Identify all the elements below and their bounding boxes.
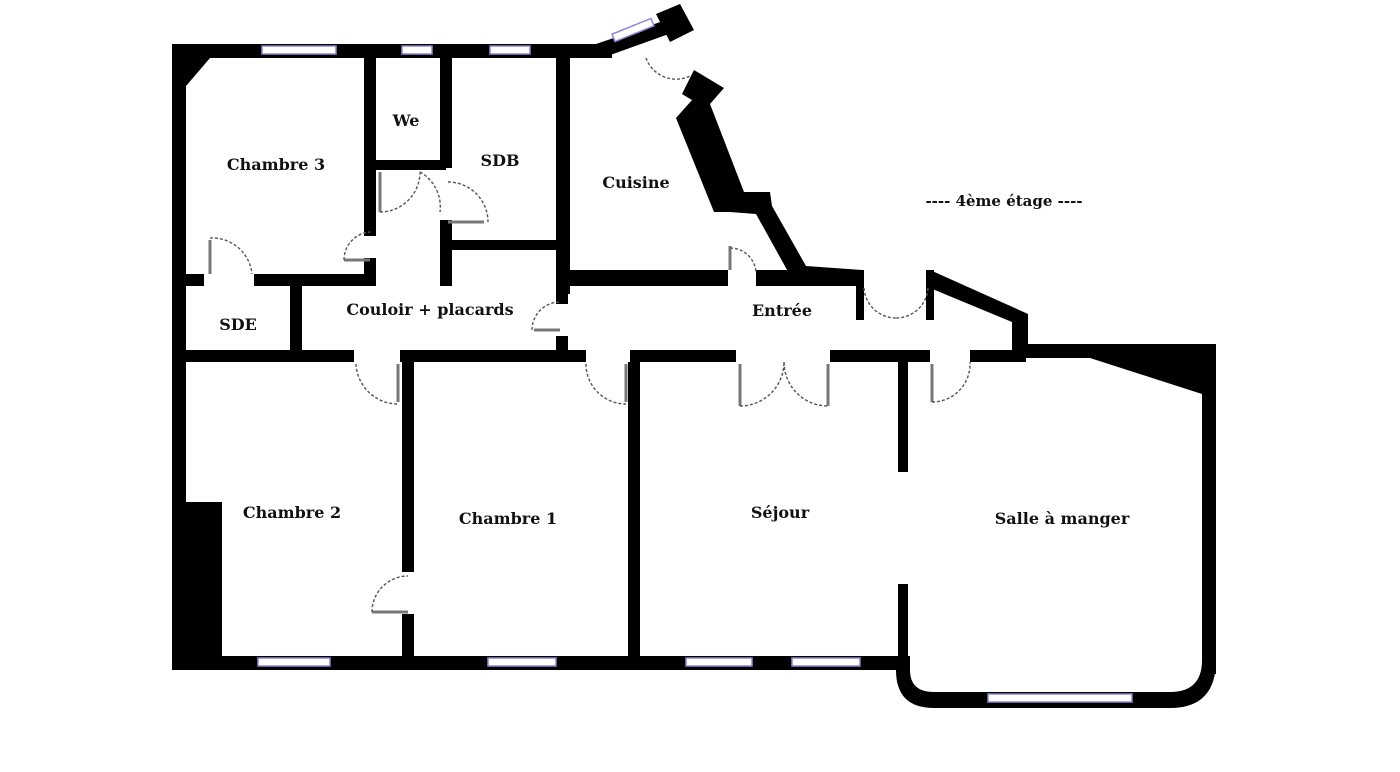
wall-ch1-sejour <box>628 362 640 658</box>
label-sdb: SDB <box>481 151 520 170</box>
wall-ch2-ch1-low <box>402 614 414 658</box>
wall-dining-top <box>1012 344 1216 358</box>
wall-wc-bottom <box>364 160 446 170</box>
wall-corridor-bottom-3 <box>630 350 736 362</box>
chambre3-corner-triangle <box>186 58 210 86</box>
window-sejour-1 <box>685 657 753 667</box>
door-kitchen-outer-arc <box>645 57 691 80</box>
window-chambre2 <box>257 657 331 667</box>
doors <box>208 57 971 614</box>
wall-kitchen-angle <box>596 18 680 58</box>
window-sejour-2 <box>791 657 861 667</box>
door-sejour-arc-1 <box>739 361 785 407</box>
wall-cuisine-bottom <box>570 270 728 286</box>
chambre2-closet <box>186 502 222 658</box>
wall-sde-right <box>290 286 302 352</box>
windows <box>257 17 1133 703</box>
wall-dining-bay <box>896 656 1216 708</box>
wall-sdb-bottom <box>452 240 560 250</box>
wall-ch2-ch1 <box>402 362 414 572</box>
wall-sejour-salle-low <box>898 584 908 664</box>
label-chambre2: Chambre 2 <box>243 503 341 522</box>
wall-kitchen-zigzag <box>676 70 862 286</box>
door-ch1-arc <box>585 363 627 405</box>
window-wc <box>401 45 433 55</box>
wall-sdb-cuisine <box>556 58 570 294</box>
door-entree-arc-2 <box>895 287 929 319</box>
wall-couloir-entree-2 <box>556 336 568 356</box>
wall-wc-sdb <box>440 58 452 168</box>
label-salle-a-manger: Salle à manger <box>995 509 1130 528</box>
wall-ch3-right <box>364 58 376 236</box>
label-entree: Entrée <box>752 301 812 320</box>
label-sde: SDE <box>219 315 257 334</box>
door-cuisine-arc <box>729 247 757 273</box>
wall-sejour-salle <box>898 362 908 472</box>
door-ch2-side-arc <box>371 575 409 613</box>
label-cuisine: Cuisine <box>602 173 669 192</box>
door-ch2-arc <box>355 363 399 405</box>
exterior-walls <box>172 4 1216 708</box>
wall-ch3-bottom-2 <box>254 274 376 286</box>
label-chambre3: Chambre 3 <box>227 155 325 174</box>
wall-left <box>172 44 186 670</box>
wall-corridor-bottom-4 <box>830 350 930 362</box>
wall-couloir-entree <box>556 286 568 304</box>
door-couloir-arc <box>531 301 561 331</box>
door-sejour-arc-2 <box>783 361 829 407</box>
wall-entree-jamb-1 <box>856 270 864 320</box>
room-labels: ---- 4ème étage ---- Chambre 3 We SDB Cu… <box>219 111 1130 528</box>
interior-walls <box>186 58 1026 664</box>
wall-corridor-bottom-1 <box>186 350 354 362</box>
dining-corner-triangle <box>1090 358 1202 394</box>
wall-dining-right <box>1202 344 1216 674</box>
wall-cuisine-bottom-2 <box>756 270 806 286</box>
label-chambre1: Chambre 1 <box>459 509 557 528</box>
window-chambre1 <box>487 657 557 667</box>
label-couloir: Couloir + placards <box>346 300 513 319</box>
wall-entree-jamb-2 <box>926 270 934 320</box>
door-ch3b-arc <box>343 231 371 261</box>
door-salle-arc <box>931 361 971 403</box>
wall-entry-right <box>930 270 1028 354</box>
floor-label: ---- 4ème étage ---- <box>925 192 1082 210</box>
window-cuisine <box>611 17 655 43</box>
wall-sdb-lower <box>440 220 452 286</box>
door-ch3-arc <box>209 237 253 275</box>
wall-kitchen-pillar <box>656 4 694 42</box>
door-wc-arc <box>379 171 421 213</box>
label-wc: We <box>392 111 420 130</box>
wall-ch3-bottom <box>186 274 204 286</box>
label-sejour: Séjour <box>751 503 810 522</box>
window-sdb <box>489 45 531 55</box>
door-wc-arc-2 <box>419 171 442 213</box>
window-chambre3 <box>261 45 337 55</box>
door-sdb-arc <box>447 181 489 223</box>
wall-top <box>172 44 612 58</box>
wall-corridor-bottom-5 <box>970 350 1026 362</box>
window-dining <box>987 693 1133 703</box>
door-entree-arc-1 <box>863 287 897 319</box>
wall-corridor-bottom-2 <box>400 350 586 362</box>
